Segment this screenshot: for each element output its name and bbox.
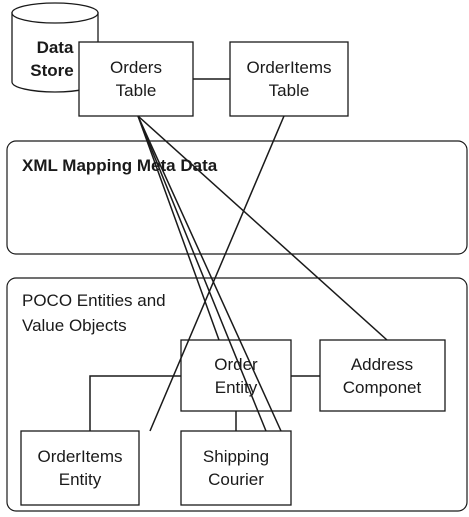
orders-table-label-2: Table: [116, 81, 157, 100]
order-entity-label-2: Entity: [215, 378, 258, 397]
xml-mapping-panel: [6, 140, 468, 255]
shipping-courier-box: [180, 430, 292, 506]
data-store-label-2: Store: [30, 61, 73, 80]
orderitems-entity-label-2: Entity: [59, 470, 102, 489]
orderitems-table-label-2: Table: [269, 81, 310, 100]
xml-panel-title: XML Mapping Meta Data: [22, 156, 218, 175]
link-order-orderitems-entity: [89, 375, 181, 431]
orderitems-entity-box: [20, 430, 140, 506]
shipping-courier-label-2: Courier: [208, 470, 264, 489]
address-component-label-2: Componet: [343, 378, 422, 397]
data-store-label-1: Data: [37, 38, 74, 57]
orderitems-table-label-1: OrderItems: [246, 58, 331, 77]
orderitems-table-box: [229, 41, 349, 117]
link-orders-address: [137, 115, 388, 341]
orderitems-entity-label-1: OrderItems: [37, 447, 122, 466]
link-orders-shipping-a: [137, 115, 267, 432]
orders-table-label-1: Orders: [110, 58, 162, 77]
link-orders-order-entity: [137, 115, 220, 341]
connections: [89, 78, 388, 432]
poco-panel-label-2: Value Objects: [22, 316, 127, 335]
address-component-box: [319, 339, 446, 412]
poco-entities-panel: [6, 277, 468, 512]
poco-panel-label-1: POCO Entities and: [22, 291, 166, 310]
order-entity-label-1: Order: [214, 355, 258, 374]
link-orderitems-table-entity: [149, 115, 285, 432]
orders-table-box: [78, 41, 194, 117]
order-entity-box: [180, 339, 292, 412]
address-component-label-1: Address: [351, 355, 413, 374]
shipping-courier-label-1: Shipping: [203, 447, 269, 466]
link-orders-shipping-b: [137, 115, 282, 432]
